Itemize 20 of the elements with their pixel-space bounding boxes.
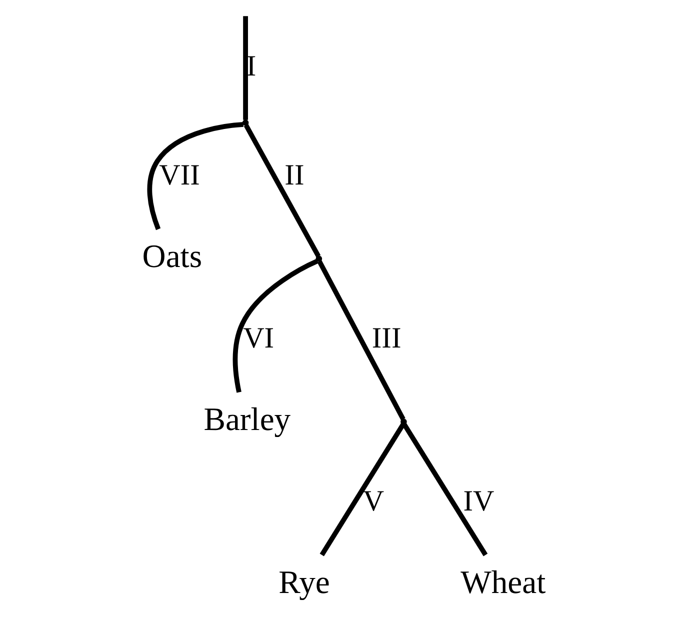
edge-label: II: [284, 159, 304, 192]
connector: [232, 258, 318, 393]
connector: [402, 423, 488, 556]
edge-label: V: [362, 485, 384, 518]
connector: [242, 16, 248, 120]
connector: [146, 122, 244, 230]
edge-label: IV: [462, 485, 494, 518]
connector: [316, 260, 405, 420]
edge-label: VI: [242, 322, 274, 354]
node-text: Rye: [278, 564, 330, 601]
node-text: Barley: [203, 402, 290, 438]
edge-label: VII: [158, 159, 200, 192]
edge-label: III: [371, 322, 401, 354]
node-text: Oats: [142, 238, 202, 275]
node-point: [315, 256, 322, 262]
connector: [243, 124, 320, 258]
node-text: Wheat: [460, 564, 546, 601]
node-point: [400, 418, 406, 425]
connector: [319, 423, 405, 556]
node-point: [242, 120, 248, 126]
